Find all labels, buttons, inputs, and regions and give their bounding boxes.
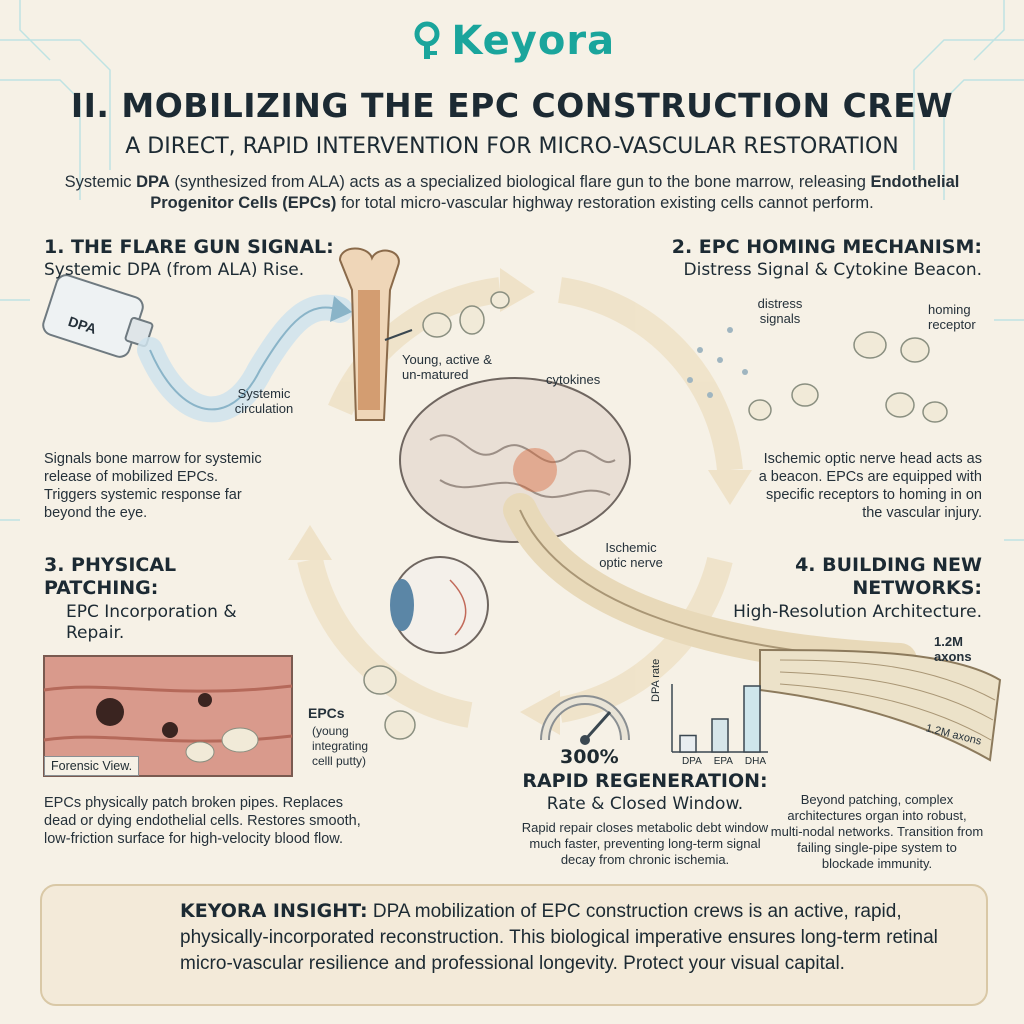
homing-receptor-label: homing receptor bbox=[928, 302, 976, 332]
homing-epc-cells bbox=[748, 331, 948, 423]
intro-text-1: Systemic bbox=[64, 173, 137, 191]
section2-subheading: Distress Signal & Cytokine Beacon. bbox=[683, 260, 982, 280]
intro-paragraph: Systemic DPA (synthesized from ALA) acts… bbox=[60, 172, 964, 214]
marrow-arrow bbox=[384, 329, 413, 341]
epcs-label: EPCs bbox=[308, 705, 345, 721]
intro-text-2: (synthesized from ALA) acts as a special… bbox=[169, 173, 871, 191]
distress-signals-label: distress signals bbox=[757, 296, 803, 326]
insight-label: KEYORA INSIGHT: bbox=[180, 900, 368, 922]
circulation-label: Systemic circulation bbox=[234, 386, 294, 416]
axon-fibers bbox=[779, 659, 996, 741]
chart-tick-label: DPA bbox=[681, 756, 702, 767]
chart-bar-dha bbox=[743, 685, 761, 753]
intro-bold-2: Endothelial Progenitor Cells (EPCs) bbox=[150, 173, 960, 212]
dpa-bottle bbox=[42, 274, 154, 358]
section4-body: Beyond patching, complex architectures o… bbox=[770, 792, 984, 871]
regen-heading: RAPID REGENERATION: bbox=[522, 770, 768, 792]
section3-subheading: EPC Incorporation & Repair. bbox=[66, 602, 237, 643]
section1-heading: 1. THE FLARE GUN SIGNAL: bbox=[44, 236, 334, 258]
young-cells-label: Young, active & un-matured bbox=[402, 352, 492, 382]
brain-illustration bbox=[399, 377, 631, 543]
section4-heading: 4. BUILDING NEW NETWORKS: bbox=[795, 554, 982, 599]
brand-name: Keyora bbox=[451, 18, 616, 64]
regen-body: Rapid repair closes metabolic debt windo… bbox=[521, 820, 769, 867]
optic-nerve-label: Ischemic optic nerve bbox=[599, 540, 663, 570]
chart-bar-epa bbox=[711, 718, 729, 753]
regen-subheading: Rate & Closed Window. bbox=[546, 794, 744, 814]
cytokines-label: cytokines bbox=[546, 372, 601, 387]
section2-heading: 2. EPC HOMING MECHANISM: bbox=[671, 236, 982, 258]
section4-subheading: High-Resolution Architecture. bbox=[733, 602, 982, 622]
chart-ylabel: DPA rate bbox=[650, 658, 662, 702]
section1-body: Signals bone marrow for systemic release… bbox=[44, 451, 262, 521]
section1-subheading: Systemic DPA (from ALA) Rise. bbox=[44, 260, 305, 280]
section2-body: Ischemic optic nerve head acts as a beac… bbox=[758, 451, 982, 521]
insight-body: DPA mobilization of EPC construction cre… bbox=[180, 901, 938, 974]
page-title: II. MOBILIZING THE EPC CONSTRUCTION CREW bbox=[70, 86, 954, 125]
page-subtitle: A DIRECT, RAPID INTERVENTION FOR MICRO-V… bbox=[125, 134, 899, 159]
chart-bar-dpa bbox=[679, 734, 697, 753]
section3-body: EPCs physically patch broken pipes. Repl… bbox=[44, 795, 361, 847]
section3-heading: 3. PHYSICAL PATCHING: bbox=[44, 554, 177, 599]
integrating-epc-cells bbox=[363, 665, 416, 740]
stream-arrowhead bbox=[330, 296, 352, 322]
key-icon bbox=[414, 21, 440, 59]
epcs-note-label: (young integrating celll putty) bbox=[312, 724, 369, 768]
chart-tick-label: DHA bbox=[744, 756, 767, 767]
gauge-value: 300% bbox=[560, 746, 619, 768]
signal-particles bbox=[687, 327, 748, 398]
circuit-decoration bbox=[0, 0, 1024, 541]
chart-tick-label: EPA bbox=[713, 756, 733, 767]
brand-logo: Keyora bbox=[0, 18, 1024, 78]
insight-text: KEYORA INSIGHT: DPA mobilization of EPC … bbox=[180, 898, 970, 977]
young-epc-cells bbox=[422, 291, 510, 338]
axons-label: 1.2M axons bbox=[934, 634, 972, 664]
forensic-view-label: Forensic View. bbox=[44, 756, 140, 776]
circulation-outline bbox=[149, 306, 341, 411]
eye-illustration bbox=[390, 556, 489, 654]
rate-gauge bbox=[540, 695, 630, 745]
intro-text-3: for total micro-vascular highway restora… bbox=[336, 194, 874, 212]
intro-bold-1: DPA bbox=[136, 173, 170, 191]
insight-box bbox=[40, 884, 988, 1006]
chart-bars bbox=[679, 685, 761, 753]
bone-illustration bbox=[338, 247, 400, 421]
chart-categories: DPA EPA DHA bbox=[676, 756, 772, 767]
